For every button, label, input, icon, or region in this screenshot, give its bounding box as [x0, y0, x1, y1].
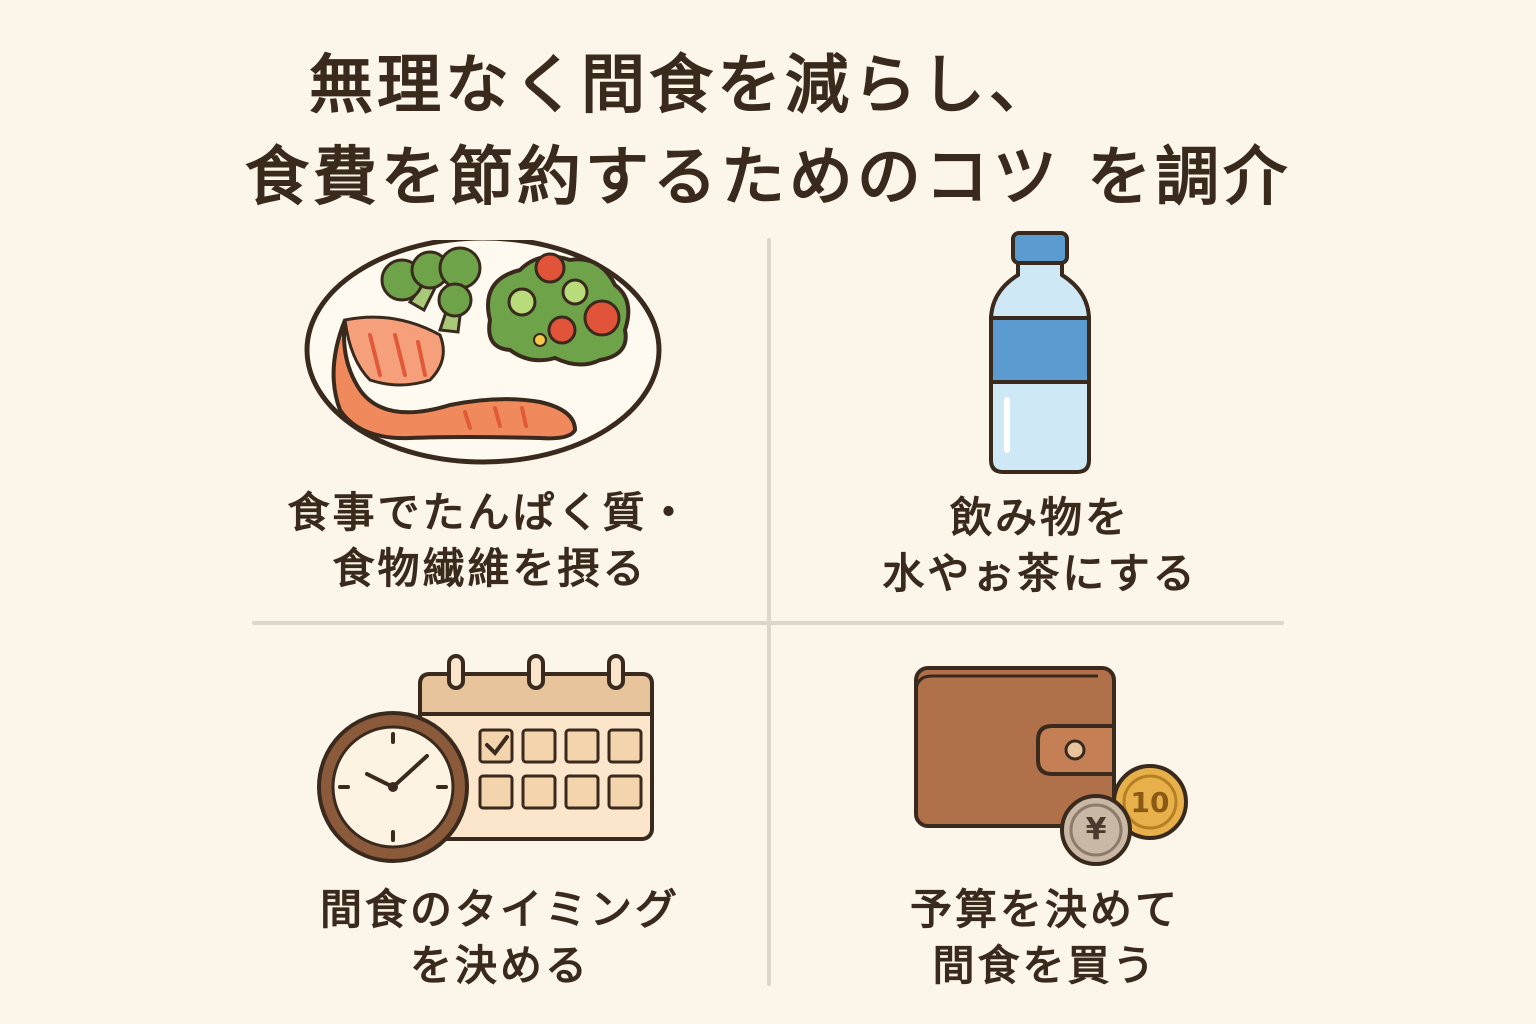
- clock-icon: [317, 711, 469, 863]
- tip-caption-line-2: 食物繊維を摂る: [332, 544, 648, 593]
- water-bottle-icon: [989, 231, 1091, 474]
- tip-caption: 食事でたんぱく質・ 食物繊維を摂る: [200, 485, 780, 597]
- title-line-2: 食費を節約するためのコツ を調介: [244, 141, 1292, 215]
- plate-salmon-salad-icon: [304, 240, 662, 465]
- tip-caption-line-1: 予算を決めて: [909, 885, 1180, 934]
- tip-caption-line-2: 水やぉ茶にする: [882, 549, 1198, 598]
- vertical-divider: [767, 238, 771, 986]
- page-title: 無理なく間食を減らし、 食費を節約するためのコツ を調介: [0, 40, 1536, 224]
- tip-caption: 間食のタイミング を決める: [220, 882, 780, 994]
- title-line-1: 無理なく間食を減らし、: [309, 49, 1057, 123]
- tip-caption: 飲み物を 水やぉ茶にする: [800, 490, 1280, 602]
- coin-yen-label: ¥: [1085, 812, 1107, 847]
- clock-calendar-icon: [317, 654, 654, 863]
- tip-caption-line-2: を決める: [409, 941, 590, 990]
- horizontal-divider: [252, 621, 1284, 625]
- tip-caption-line-1: 間食のタイミング: [319, 885, 680, 934]
- tip-caption-line-1: 食事でたんぱく質・: [287, 488, 693, 537]
- wallet-coins-icon: 10 ¥: [912, 662, 1197, 867]
- tip-caption: 予算を決めて 間食を買う: [800, 882, 1290, 994]
- coin-ten-label: 10: [1130, 786, 1170, 819]
- tip-caption-line-1: 飲み物を: [949, 493, 1130, 542]
- tip-caption-line-2: 間食を買う: [932, 941, 1158, 990]
